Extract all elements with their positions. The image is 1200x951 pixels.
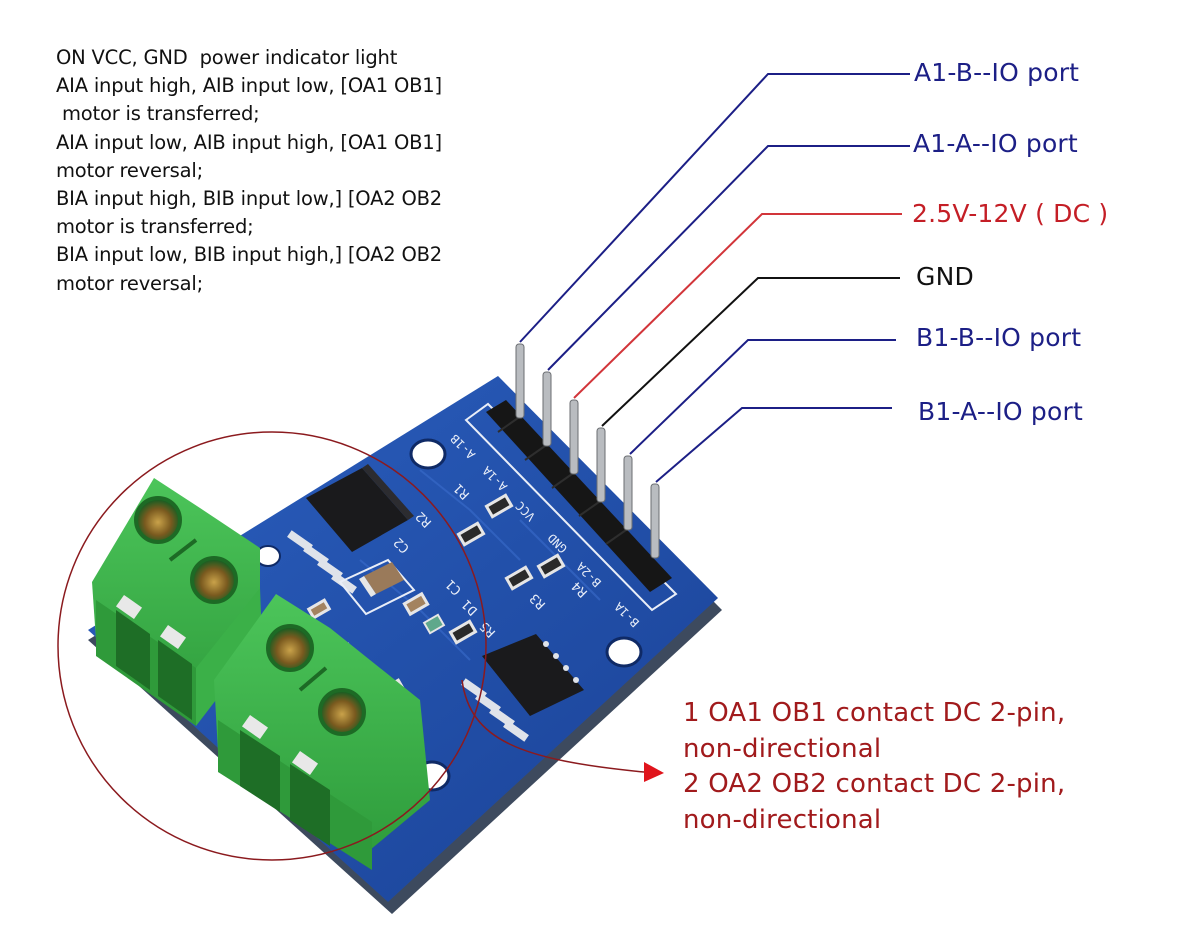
terminal-highlight-circle xyxy=(57,431,487,861)
pin-label-a1-b: A1-B--IO port xyxy=(914,58,1080,87)
description-line: motor reversal; xyxy=(56,158,203,182)
pin-label-gnd: GND xyxy=(916,262,974,291)
arrowhead-icon xyxy=(644,762,664,782)
pin-label-b1-b: B1-B--IO port xyxy=(916,323,1082,352)
description-line: motor reversal; xyxy=(56,271,203,295)
leader-vcc xyxy=(573,213,902,399)
pin-header xyxy=(486,400,672,592)
driver-ic-1 xyxy=(287,464,414,594)
description-line: motor is transferred; xyxy=(56,215,254,239)
description-line: motor is transferred; xyxy=(56,102,260,126)
header-pins xyxy=(515,343,660,559)
leader-a1-a xyxy=(547,145,910,371)
leader-a1-b xyxy=(519,73,910,343)
pin-label-b1-a: B1-A--IO port xyxy=(918,397,1083,426)
leader-b1-b xyxy=(629,339,896,455)
motor-note-line: 1 OA1 OB1 contact DC 2-pin, xyxy=(683,698,1066,728)
pin-label-a1-a: A1-A--IO port xyxy=(913,129,1078,158)
description-line: BIA input high, BIB input low,] [OA2 OB2 xyxy=(56,187,442,211)
pointer-arrow xyxy=(461,679,664,782)
header-outline xyxy=(464,402,678,612)
description-line: ON VCC, GND power indicator light xyxy=(56,46,398,69)
screw-terminal-1 xyxy=(92,478,262,726)
motor-output-note: 1 OA1 OB1 contact DC 2-pin, non-directio… xyxy=(683,696,1065,838)
motor-note-line: 2 OA2 OB2 contact DC 2-pin, xyxy=(683,769,1066,799)
screw-terminal-2 xyxy=(214,594,430,870)
description-line: AIA input high, AIB input low, [OA1 OB1] xyxy=(56,74,442,98)
leader-b1-a xyxy=(655,407,892,483)
motor-note-line: non-directional xyxy=(683,804,882,835)
power-led xyxy=(422,613,446,635)
pin-leader-lines xyxy=(519,73,910,483)
leader-gnd xyxy=(601,277,900,427)
truth-table-description: ON VCC, GND power indicator light AIA in… xyxy=(56,44,576,298)
pin-label-vcc: 2.5V-12V ( DC ) xyxy=(912,199,1109,228)
driver-ic-2 xyxy=(461,634,584,742)
motor-note-line: non-directional xyxy=(683,733,882,764)
description-line: BIA input low, BIB input high,] [OA2 OB2 xyxy=(56,243,442,267)
description-line: AIA input low, AIB input high, [OA1 OB1] xyxy=(56,130,442,154)
